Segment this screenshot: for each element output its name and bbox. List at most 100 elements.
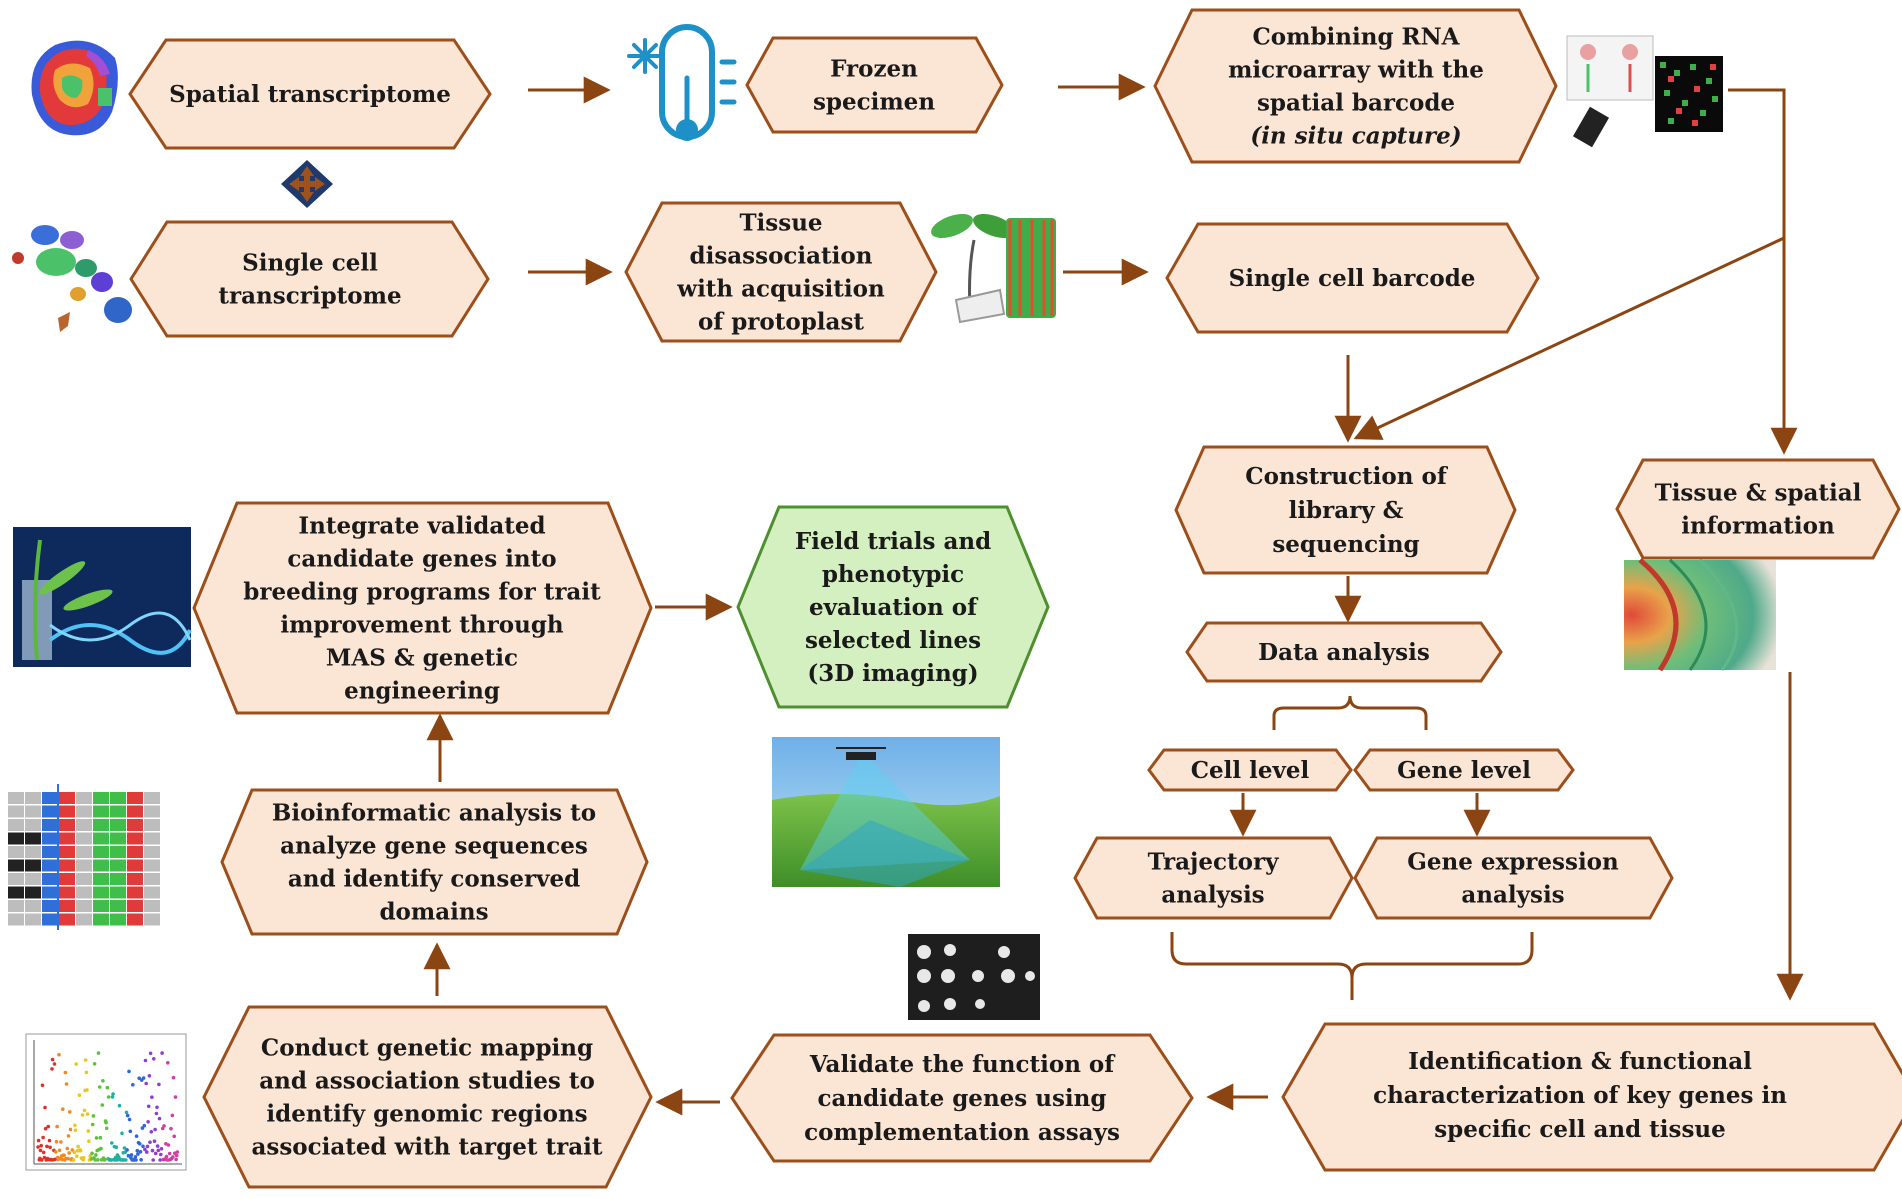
- manhattan-point: [57, 1052, 61, 1057]
- alignment-cell: [59, 913, 75, 926]
- node-gene-level: [1353, 748, 1575, 792]
- manhattan-point: [104, 1120, 108, 1125]
- manhattan-point: [74, 1062, 78, 1066]
- node-cell-level: [1147, 748, 1353, 792]
- manhattan-point: [94, 1136, 99, 1140]
- manhattan-point: [152, 1139, 157, 1143]
- alignment-cell: [25, 886, 41, 899]
- manhattan-point: [82, 1108, 87, 1113]
- manhattan-point: [90, 1122, 95, 1127]
- manhattan-point: [128, 1129, 133, 1134]
- manhattan-point: [143, 1147, 147, 1152]
- manhattan-point: [146, 1104, 151, 1109]
- alignment-cell: [59, 805, 75, 818]
- alignment-cell: [59, 900, 75, 912]
- manhattan-point: [82, 1156, 86, 1160]
- manhattan-point: [50, 1057, 55, 1062]
- manhattan-point: [147, 1074, 152, 1078]
- manhattan-point: [96, 1158, 100, 1162]
- manhattan-point: [120, 1131, 124, 1136]
- gene-expression-line-2: analysis: [1461, 882, 1564, 909]
- seedling-tissue-icon: [931, 213, 1056, 324]
- alignment-cell: [8, 886, 24, 899]
- manhattan-point: [94, 1153, 98, 1157]
- manhattan-point: [63, 1070, 68, 1075]
- field-trials-line-1: Field trials and: [795, 528, 991, 555]
- alignment-cell: [8, 900, 24, 912]
- manhattan-point: [126, 1154, 131, 1158]
- manhattan-point: [66, 1134, 71, 1138]
- field-trials-line-5: (3D imaging): [807, 660, 978, 687]
- single-cell-line-1: Single cell: [242, 250, 378, 277]
- manhattan-point: [133, 1155, 138, 1159]
- manhattan-point: [91, 1114, 96, 1118]
- alignment-cell: [76, 819, 92, 831]
- alignment-cell: [76, 792, 92, 804]
- alignment-cell: [42, 832, 58, 845]
- alignment-cell: [25, 819, 41, 831]
- manhattan-point: [40, 1158, 44, 1162]
- alignment-cell: [25, 873, 41, 885]
- alignment-cell: [127, 913, 143, 926]
- manhattan-point: [151, 1158, 155, 1162]
- manhattan-point: [172, 1134, 176, 1139]
- tissue-section-image: [1624, 558, 1776, 672]
- data-analysis-line-1: Data analysis: [1258, 639, 1430, 666]
- single-cell-line-2: transcriptome: [218, 283, 401, 310]
- manhattan-point: [71, 1158, 76, 1162]
- manhattan-point: [139, 1158, 143, 1162]
- manhattan-point: [75, 1154, 79, 1158]
- node-combining-rna: [1153, 8, 1558, 164]
- manhattan-point: [117, 1103, 122, 1108]
- alignment-cell: [59, 846, 75, 858]
- manhattan-point: [43, 1105, 47, 1110]
- manhattan-point: [46, 1124, 50, 1129]
- integrate-line-1: Integrate validated: [298, 513, 545, 540]
- alignment-cell: [8, 805, 24, 818]
- node-single-cell-barcode: [1165, 222, 1540, 334]
- alignment-cell: [25, 859, 41, 872]
- alignment-cell: [110, 819, 126, 831]
- manhattan-point: [169, 1126, 173, 1131]
- alignment-cell: [76, 846, 92, 858]
- alignment-cell: [144, 805, 160, 818]
- manhattan-point: [125, 1148, 129, 1152]
- alignment-cell: [127, 792, 143, 804]
- manhattan-point: [54, 1139, 59, 1144]
- manhattan-point: [111, 1092, 115, 1096]
- manhattan-point: [40, 1083, 45, 1088]
- alignment-cell: [127, 900, 143, 912]
- alignment-cell: [8, 873, 24, 885]
- manhattan-plot-image: [25, 1033, 187, 1171]
- alignment-cell: [110, 805, 126, 818]
- alignment-cell: [25, 832, 41, 845]
- manhattan-point: [68, 1127, 73, 1132]
- alignment-cell: [110, 792, 126, 804]
- manhattan-point: [101, 1079, 105, 1083]
- node-single-cell-transcriptome: [129, 220, 490, 338]
- manhattan-point: [150, 1148, 155, 1153]
- manhattan-point: [72, 1150, 77, 1155]
- identification-line-3: specific cell and tissue: [1434, 1116, 1726, 1143]
- label-single-cell-transcriptome: Single cell transcriptome: [218, 250, 401, 310]
- alignment-cell: [8, 819, 24, 831]
- alignment-cell: [127, 886, 143, 899]
- manhattan-point: [100, 1103, 105, 1107]
- tissue-dissoc-line-3: with acquisition: [676, 276, 885, 303]
- alignment-cell: [42, 900, 58, 912]
- manhattan-point: [145, 1144, 150, 1149]
- manhattan-point: [153, 1151, 158, 1156]
- manhattan-point: [92, 1062, 97, 1066]
- alignment-cell: [59, 859, 75, 872]
- manhattan-point: [83, 1058, 88, 1062]
- integrate-line-4: improvement through: [280, 612, 564, 639]
- manhattan-point: [106, 1095, 111, 1099]
- node-trajectory-analysis: [1073, 836, 1354, 920]
- alignment-cell: [42, 859, 58, 872]
- validate-line-2: candidate genes using: [818, 1085, 1107, 1112]
- manhattan-point: [164, 1154, 169, 1159]
